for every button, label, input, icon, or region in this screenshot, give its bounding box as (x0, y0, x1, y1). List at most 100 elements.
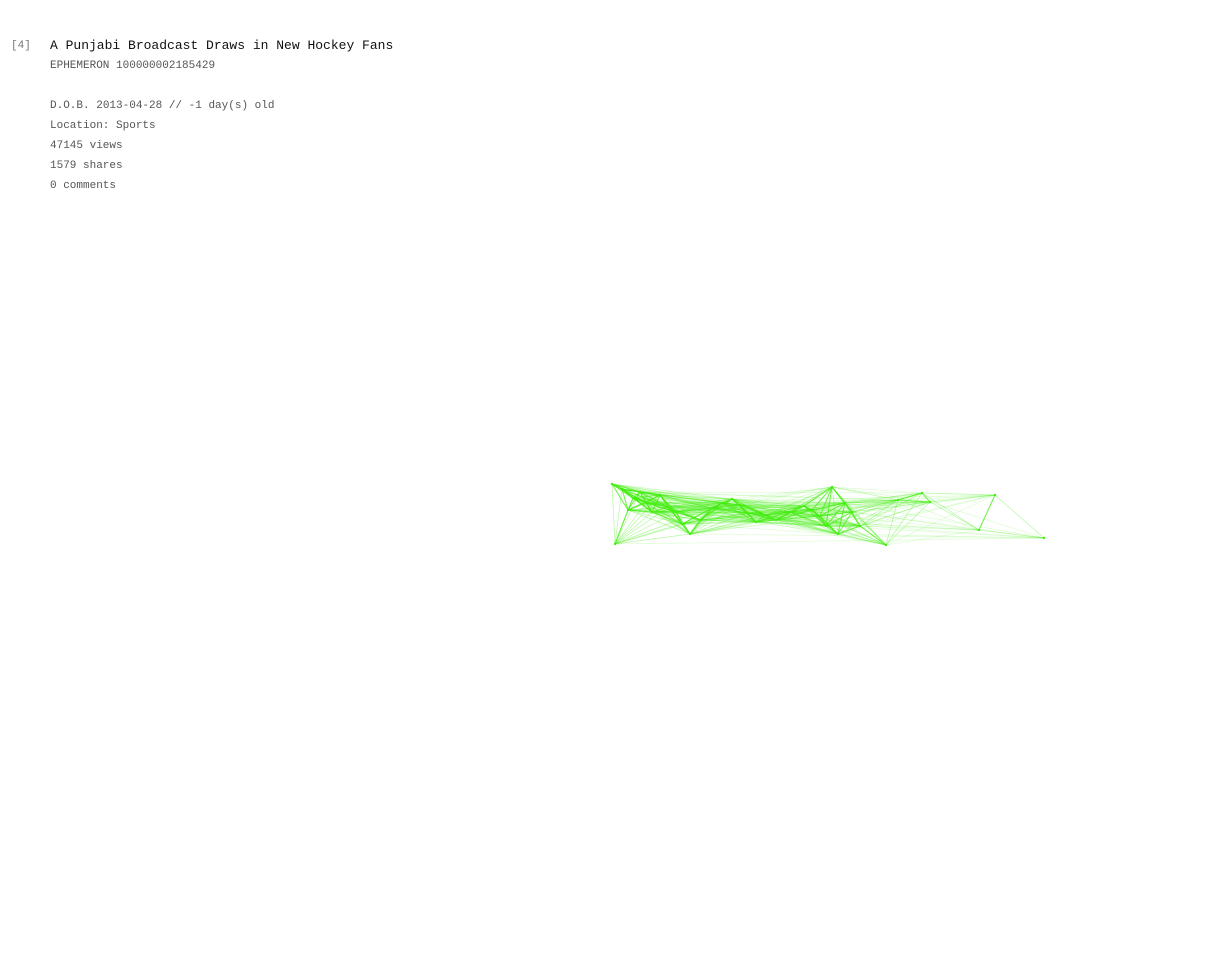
network-node (774, 518, 778, 522)
network-edge (789, 511, 827, 527)
network-edge (775, 519, 980, 531)
network-edge (859, 492, 923, 527)
network-node (788, 510, 792, 514)
network-edge (611, 483, 741, 506)
network-edge (639, 491, 691, 535)
network-edge (831, 486, 839, 535)
network-edge (731, 498, 805, 507)
network-edge (675, 511, 777, 521)
network-edge (851, 511, 980, 531)
network-edge (621, 488, 723, 504)
network-edge (614, 504, 741, 545)
ephemeron-id: 100000002185429 (116, 60, 216, 72)
network-edge (611, 483, 713, 509)
network-edge (699, 519, 861, 527)
location-label: Location: (50, 120, 110, 132)
network-edge (851, 511, 1045, 539)
network-node (802, 504, 806, 508)
network-edge (851, 511, 887, 546)
network-edge (755, 521, 861, 527)
network-edge (614, 511, 653, 545)
network-edge (614, 523, 683, 545)
network-edge (632, 497, 713, 509)
network-edge (721, 486, 833, 504)
network-edge (651, 498, 733, 513)
network-edge (632, 491, 641, 499)
network-edge (614, 537, 1045, 545)
network-edge (739, 502, 846, 506)
network-edge (632, 497, 683, 525)
network-edge (819, 502, 846, 517)
network-edge (681, 514, 767, 525)
network-edge (699, 498, 733, 521)
dob-line: D.O.B. 2013-04-28 // -1 day(s) old (50, 96, 393, 116)
network-node (688, 532, 692, 536)
network-edge (645, 502, 713, 509)
network-edge (645, 499, 899, 504)
network-edge (681, 523, 839, 535)
network-edge (831, 486, 923, 494)
network-node (810, 508, 814, 512)
network-edge (632, 497, 723, 504)
network-edge (621, 488, 741, 506)
network-edge (765, 505, 805, 516)
network-node (710, 506, 714, 510)
network-edge (681, 507, 713, 525)
network-edge (765, 514, 839, 535)
network-edge (775, 519, 827, 527)
network-edge (711, 507, 749, 514)
network-edge (645, 498, 733, 504)
network-edge (711, 507, 821, 517)
network-edge (699, 519, 827, 527)
dob-age: -1 day(s) old (188, 100, 275, 112)
network-edge (621, 488, 733, 500)
network-edge (614, 509, 629, 545)
network-edge (645, 502, 683, 525)
network-edge (699, 501, 931, 521)
network-edge (614, 498, 733, 545)
network-edge (639, 491, 931, 503)
network-edge (667, 506, 777, 521)
network-edge (651, 511, 691, 535)
network-node (824, 524, 828, 528)
network-edge (731, 486, 833, 500)
network-edge (851, 499, 899, 513)
network-edge (747, 512, 827, 527)
network-edge (681, 521, 757, 525)
network-edge (837, 533, 887, 546)
network-edge (831, 486, 899, 501)
network-edge (837, 502, 846, 535)
network-edge (711, 507, 839, 535)
network-node (613, 542, 617, 546)
network-edge (659, 494, 713, 509)
network-edge (675, 511, 701, 521)
network-edge (651, 506, 669, 513)
network-edge (837, 492, 923, 535)
network-node (638, 490, 642, 494)
network-edge (739, 504, 805, 507)
network-edge (994, 494, 1045, 539)
network-edge (611, 483, 733, 500)
network-edge (614, 506, 669, 545)
network-edge (721, 498, 733, 504)
network-node (830, 485, 834, 489)
network-edge (844, 501, 931, 504)
network-edge (885, 494, 996, 546)
network-edge (731, 498, 821, 517)
network-edge (645, 502, 749, 514)
ephemeron-id-line: EPHEMERON 100000002185429 (50, 56, 393, 76)
network-edge (689, 521, 757, 535)
network-edge (614, 502, 647, 545)
network-edge (929, 501, 1045, 539)
network-edge (639, 491, 723, 504)
network-edge (775, 519, 839, 535)
network-edge (614, 488, 623, 545)
network-edge (651, 501, 931, 513)
network-node (928, 500, 932, 504)
network-node (650, 510, 654, 514)
network-node (698, 518, 702, 522)
dob-date: 2013-04-28 (96, 100, 163, 112)
network-edge (929, 501, 980, 531)
network-edge (721, 502, 757, 523)
network-edge (803, 505, 853, 513)
